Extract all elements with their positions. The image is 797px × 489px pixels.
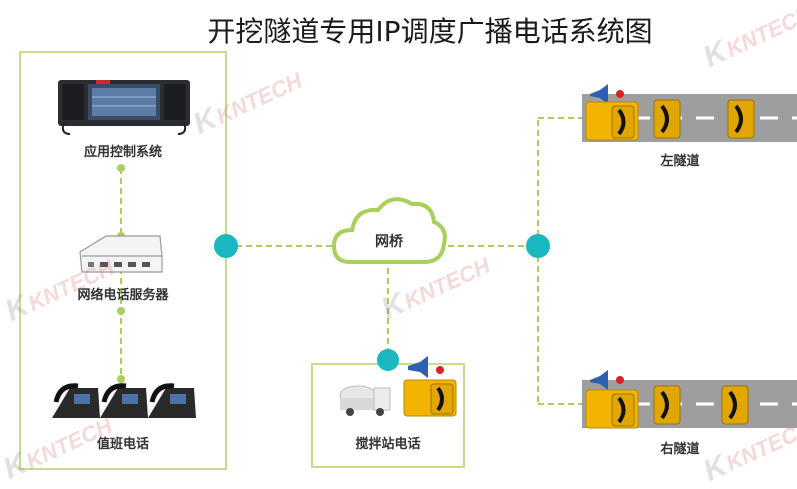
mixing-station-label: 搅拌站电话 — [355, 437, 421, 452]
control-system-label: 应用控制系统 — [83, 145, 162, 160]
duty-phone-label: 值班电话 — [96, 437, 149, 452]
right-tunnel-phone-icon — [721, 385, 749, 425]
node-mixing — [377, 349, 399, 371]
duty-phone-icon — [100, 383, 148, 418]
left-tunnel-phone-icon — [653, 99, 681, 139]
right-tunnel-phone-icon — [653, 385, 681, 425]
mixer-truck-icon — [339, 385, 391, 416]
link-dot — [117, 375, 125, 383]
mixing-phone-icon — [403, 379, 457, 417]
page-title: 开挖隧道专用IP调度广播电话系统图 — [207, 15, 653, 48]
link-dot — [117, 307, 125, 315]
bridge-label: 网桥 — [375, 234, 403, 250]
right-tunnel-horn-icon — [590, 370, 624, 390]
control-console-icon — [58, 80, 190, 135]
bridge-cloud-icon — [331, 197, 447, 264]
left-tunnel-horn-icon — [590, 84, 624, 104]
right-tunnel-phone-icon — [585, 389, 639, 429]
duty-phone-icon — [148, 383, 196, 418]
duty-phone-icon — [52, 383, 100, 418]
link-dot — [117, 164, 125, 172]
mixing-horn-icon — [408, 356, 444, 378]
diagram-svg — [19, 51, 797, 470]
right-tunnel-label: 右隧道 — [660, 442, 700, 457]
left-tunnel-phone-icon — [727, 99, 755, 139]
left-tunnel-label: 左隧道 — [660, 154, 700, 169]
network-server-icon — [79, 235, 163, 273]
node-left — [214, 234, 238, 258]
control-room-box — [19, 51, 227, 470]
node-right — [526, 234, 550, 258]
server-label: 网络电话服务器 — [77, 288, 169, 303]
left-tunnel-phone-icon — [585, 101, 639, 141]
